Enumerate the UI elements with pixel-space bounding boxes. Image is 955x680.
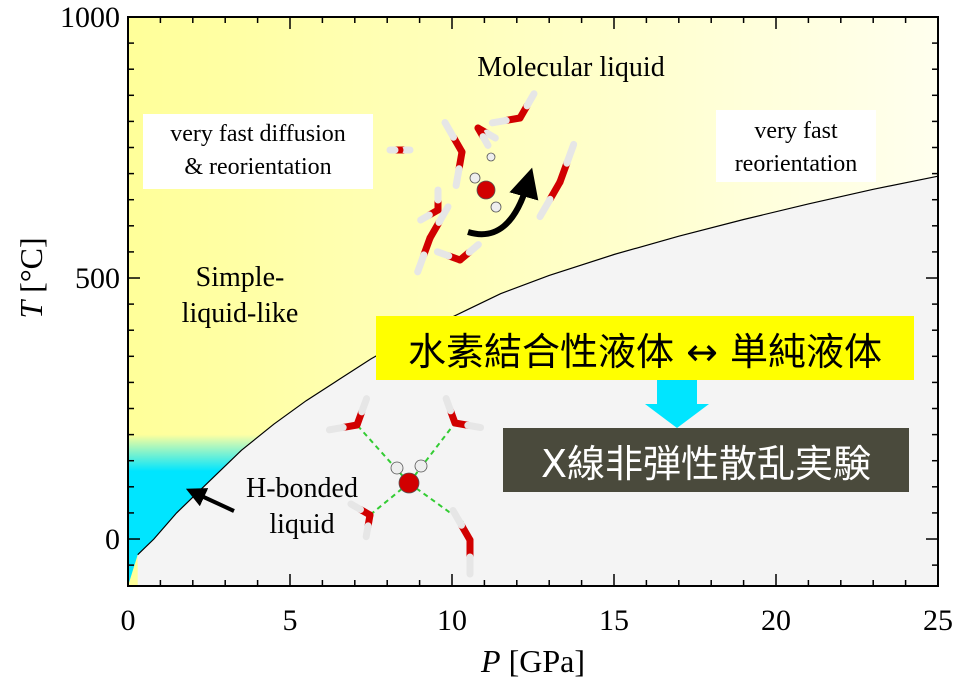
- x-tick-label: 25: [923, 604, 953, 637]
- y-axis-ticks: 0 500 1000: [60, 1, 938, 566]
- fast-diffusion-label-1: very fast diffusion: [170, 121, 346, 147]
- experiment-label: X線非弾性散乱実験: [540, 441, 872, 486]
- transition-label-box: 水素結合性液体 ↔ 単純液体: [376, 316, 914, 380]
- atom: [490, 201, 502, 213]
- simple-liquid-label-1: Simple-: [196, 262, 285, 293]
- pointer-arrow: [185, 488, 235, 513]
- cold-region: [128, 434, 261, 586]
- molecule-bond: [362, 522, 372, 541]
- x-tick-label: 5: [283, 604, 298, 637]
- fast-diffusion-label-2: & reorientation: [184, 154, 331, 180]
- x-tick-label: 10: [437, 604, 467, 637]
- atom: [390, 461, 404, 475]
- fast-reorientation-label-2: reorientation: [735, 151, 858, 177]
- molecule-bond: [479, 133, 492, 149]
- x-tick-label: 15: [599, 604, 629, 637]
- fast-reorientation-label-1: very fast: [754, 118, 838, 144]
- hydrogen-bond: [408, 422, 456, 484]
- experiment-label-box: X線非弾性散乱実験: [503, 428, 909, 492]
- molecule-bond: [433, 248, 453, 260]
- fast-diffusion-box: [143, 114, 373, 189]
- x-tick-label: 20: [761, 604, 791, 637]
- atom: [398, 472, 420, 494]
- molecular-liquid-label: Molecular liquid: [477, 52, 664, 83]
- molecule-bond: [488, 116, 510, 127]
- water-molecules-illustration: [325, 90, 578, 578]
- molecule-bond: [414, 251, 428, 276]
- x-axis-ticks: 0 5 10 15 20 25: [121, 17, 953, 637]
- molecule-bond: [465, 241, 482, 256]
- molecule-bond: [441, 119, 457, 141]
- molecule-bond: [358, 395, 371, 416]
- molecule-bond: [563, 140, 578, 167]
- molecule-bond: [452, 165, 463, 189]
- molecule-bond: [442, 395, 455, 415]
- x-tick-label: 0: [121, 604, 136, 637]
- axes-frame: [127, 16, 939, 587]
- molecule-bond: [523, 90, 538, 110]
- simple-liquid-label-2: liquid-like: [182, 298, 299, 329]
- y-tick-label: 500: [75, 262, 120, 295]
- y-axis-title: T [°C]: [13, 237, 49, 318]
- transition-label: 水素結合性液体 ↔ 単純液体: [408, 329, 882, 374]
- molecule-bond: [435, 203, 452, 226]
- hbonded-label-1: H-bonded: [246, 473, 358, 504]
- molecule-bond: [417, 211, 433, 224]
- atom: [414, 459, 428, 473]
- plot-frame: [127, 16, 939, 587]
- molecule-bond: [325, 423, 347, 434]
- molecule-bond: [483, 129, 499, 142]
- atom: [476, 180, 496, 200]
- rotation-arrow: [467, 167, 539, 238]
- y-tick-label: 1000: [60, 1, 120, 34]
- fast-reorientation-box: [716, 110, 876, 182]
- molecule-bond: [347, 500, 364, 513]
- molecule-bond: [536, 195, 554, 221]
- atom: [469, 172, 481, 184]
- y-tick-label: 0: [105, 523, 120, 556]
- molecule-bond: [464, 421, 485, 432]
- atom: [486, 152, 496, 162]
- molecule-bond: [449, 507, 465, 529]
- hbonded-label-2: liquid: [269, 509, 334, 540]
- x-axis-title: P [GPa]: [480, 643, 585, 679]
